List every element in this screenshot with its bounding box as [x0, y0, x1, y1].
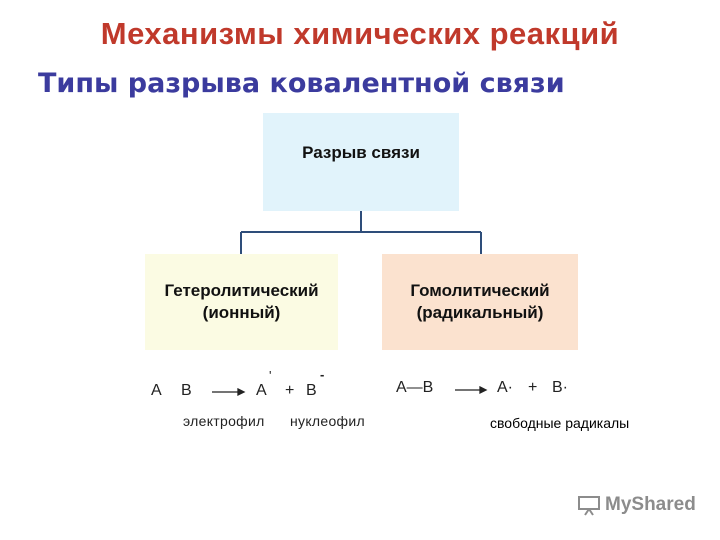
homolytic-label: Гомолитический: [410, 281, 550, 300]
homolytic-box: Гомолитический (радикальный): [382, 254, 578, 350]
hetero-product-b: В: [306, 382, 317, 399]
bond-breaking-label: Разрыв связи: [302, 143, 420, 162]
homo-plus: +: [528, 379, 538, 396]
electrophile-label: электрофил: [183, 413, 265, 429]
homo-product-b: В·: [552, 379, 568, 396]
myshared-logo: MyShared: [577, 494, 696, 516]
heterolytic-sublabel: (ионный): [202, 303, 281, 322]
homolytic-sublabel: (радикальный): [416, 303, 544, 322]
bond-breaking-box: Разрыв связи: [263, 113, 459, 211]
hetero-charge-b: -: [320, 367, 325, 382]
heterolytic-box: Гетеролитический (ионный): [145, 254, 338, 350]
hetero-reactant-a: А: [151, 382, 162, 399]
hetero-reactant-b: В: [181, 382, 192, 399]
slide-title: Механизмы химических реакций: [100, 16, 620, 51]
heterolytic-label: Гетеролитический: [164, 281, 319, 300]
logo-text: MyShared: [605, 494, 696, 515]
hetero-product-a: А: [256, 382, 267, 399]
presentation-icon: [578, 496, 600, 516]
slide-subtitle: Типы разрыва ковалентной связи: [38, 68, 565, 99]
nucleophile-label: нуклеофил: [290, 413, 365, 429]
free-radicals-label: свободные радикалы: [490, 415, 630, 431]
hetero-plus: +: [285, 382, 295, 399]
homo-reactant: А—В: [396, 379, 434, 396]
homo-product-a: А·: [497, 379, 513, 396]
hetero-charge-a: ': [269, 368, 272, 383]
